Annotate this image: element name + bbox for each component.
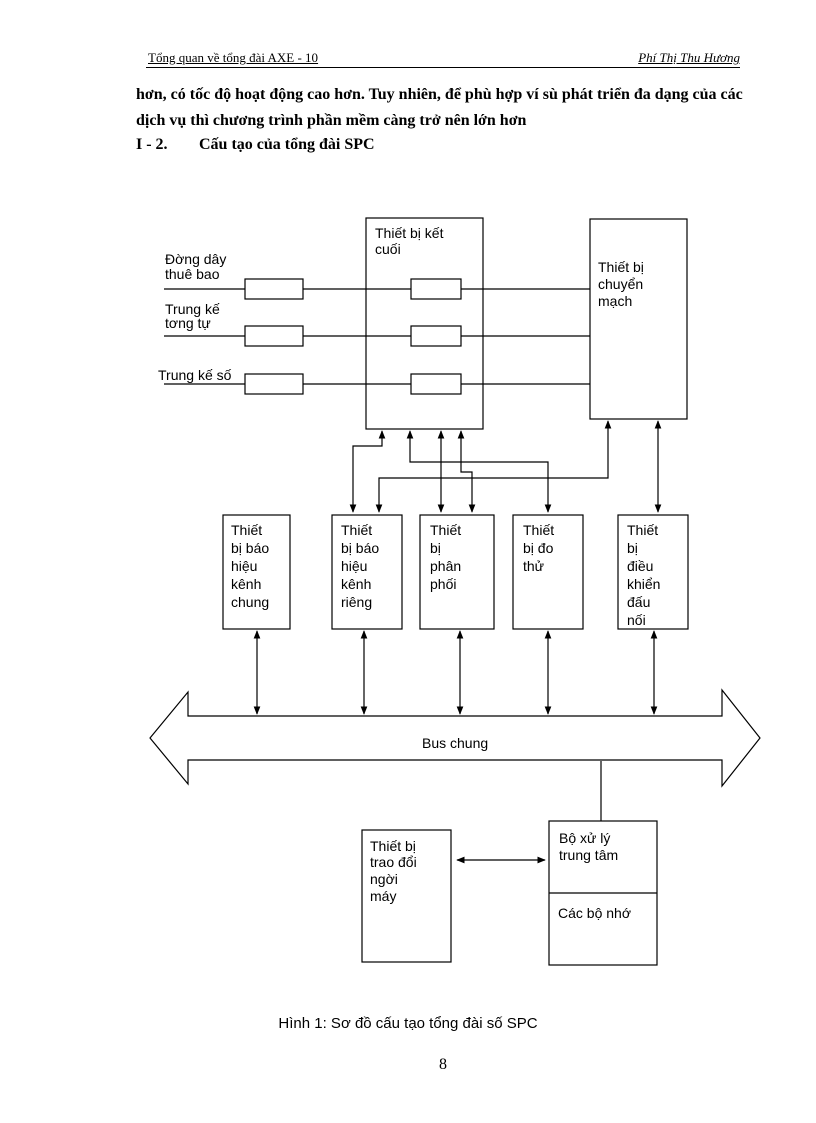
header-rule (146, 67, 740, 68)
cc-label-1: Thiết (627, 522, 658, 538)
cpu-label-2: trung tâm (559, 847, 618, 863)
line-circuit-3 (244, 373, 304, 395)
input-lines (164, 278, 590, 395)
test-label-2: bị đo (523, 540, 554, 556)
ccs-label-2: bị báo (231, 540, 269, 556)
mm-label-4: máy (370, 888, 396, 904)
terminal-label-2: cuối (375, 241, 401, 257)
line-circuit-2 (244, 325, 304, 347)
man-machine-unit: Thiết bị trao đổi ngời máy (361, 829, 452, 963)
cas-label-4: kênh (341, 576, 371, 592)
terminal-circuit-1 (410, 278, 462, 300)
test-label-1: Thiết (523, 522, 554, 538)
bus-label: Bus chung (422, 735, 488, 751)
dist-label-1: Thiết (430, 522, 461, 538)
switching-label-2: chuyển (598, 276, 643, 292)
cc-label-4: khiển (627, 576, 660, 592)
memory-label: Các bộ nhớ (558, 905, 631, 921)
ccs-label-1: Thiết (231, 522, 262, 538)
subscriber-line-label-2: thuê bao (165, 266, 220, 282)
module-test: Thiết bị đo thử (512, 514, 584, 630)
section-number: I - 2. (136, 136, 168, 153)
module-connection-control: Thiết bị điều khiển đấu nối (617, 514, 689, 630)
cas-label-2: bị báo (341, 540, 379, 556)
terminal-equipment: Thiết bị kết cuối (365, 217, 484, 430)
test-label-3: thử (523, 558, 544, 574)
header-title: Tổng quan về tổng đài AXE - 10 (148, 50, 319, 65)
figure-caption: Hình 1: Sơ đồ cấu tạo tổng đài số SPC (278, 1015, 538, 1032)
line-circuit-1 (244, 278, 304, 300)
cc-label-3: điều (627, 558, 653, 574)
cc-label-6: nối (627, 612, 646, 628)
module-common-channel-signaling: Thiết bị báo hiệu kênh chung (222, 514, 291, 630)
analog-trunk-label-1: Trung kế (165, 301, 220, 317)
page-number: 8 (439, 1056, 447, 1073)
mm-label-3: ngời (370, 871, 398, 887)
switching-label-1: Thiết bị (598, 259, 644, 275)
switching-equipment: Thiết bị chuyển mạch (589, 218, 688, 420)
ccs-label-4: kênh (231, 576, 261, 592)
terminal-circuit-2 (410, 325, 462, 347)
section-heading: I - 2. Cấu tạo của tổng đài SPC (136, 136, 375, 154)
section-title: Cấu tạo của tổng đài SPC (199, 136, 375, 153)
header-author: Phí Thị Thu Hương (638, 50, 740, 65)
dist-label-2: bị (430, 540, 441, 556)
cas-label-3: hiệu (341, 558, 367, 574)
switching-label-3: mạch (598, 293, 632, 309)
module-distribution: Thiết bị phân phối (419, 514, 495, 630)
dist-label-4: phối (430, 576, 456, 592)
common-bus: Bus chung (149, 688, 761, 788)
analog-trunk-label-2: tơng tự (165, 315, 211, 331)
cc-label-5: đấu (627, 594, 650, 610)
ccs-label-3: hiệu (231, 558, 257, 574)
input-labels: Đờng dây thuê bao Trung kế tơng tự Trung… (158, 251, 232, 383)
terminal-circuit-3 (410, 373, 462, 395)
mm-label-2: trao đổi (370, 854, 417, 870)
control-connections (349, 420, 662, 513)
mm-label-1: Thiết bị (370, 838, 416, 854)
digital-trunk-label: Trung kế số (158, 367, 232, 383)
cpu-memory-unit: Bộ xử lý trung tâm Các bộ nhớ (548, 820, 658, 966)
ccs-label-5: chung (231, 594, 269, 610)
bus-connections (253, 630, 658, 715)
dist-label-3: phân (430, 558, 461, 574)
cas-label-1: Thiết (341, 522, 372, 538)
terminal-label-1: Thiết bị kết (375, 225, 444, 241)
body-paragraph: hơn, có tốc độ hoạt động cao hơn. Tuy nh… (136, 86, 743, 129)
cc-label-2: bị (627, 540, 638, 556)
cas-label-5: riêng (341, 594, 372, 610)
module-channel-associated-signaling: Thiết bị báo hiệu kênh riêng (331, 514, 403, 630)
cpu-label-1: Bộ xử lý (559, 830, 610, 846)
subscriber-line-label-1: Đờng dây (165, 251, 226, 267)
